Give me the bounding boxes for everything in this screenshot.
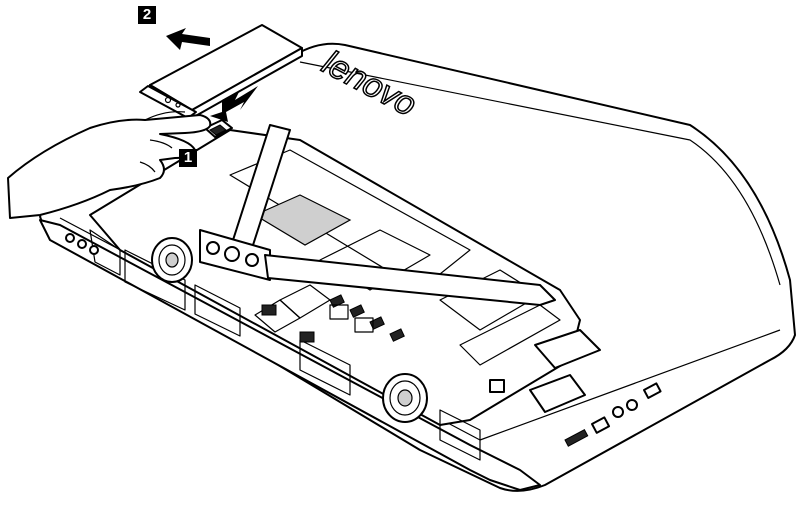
side-io-ports [564, 382, 662, 447]
step-2-badge: 2 [138, 6, 156, 24]
optical-drive [139, 24, 303, 119]
pull-arrow [166, 28, 210, 50]
left-edge-ports [65, 233, 99, 255]
left-speaker [151, 237, 193, 283]
rear-io-ports [261, 304, 374, 343]
hand [7, 111, 212, 219]
right-speaker [382, 373, 428, 423]
stand-bracket [199, 124, 556, 306]
bottom-rim [39, 219, 541, 491]
step-1-badge: 1 [179, 149, 197, 167]
stand-mount [489, 329, 601, 413]
drive-latch [204, 119, 233, 138]
push-arrow [210, 86, 258, 122]
